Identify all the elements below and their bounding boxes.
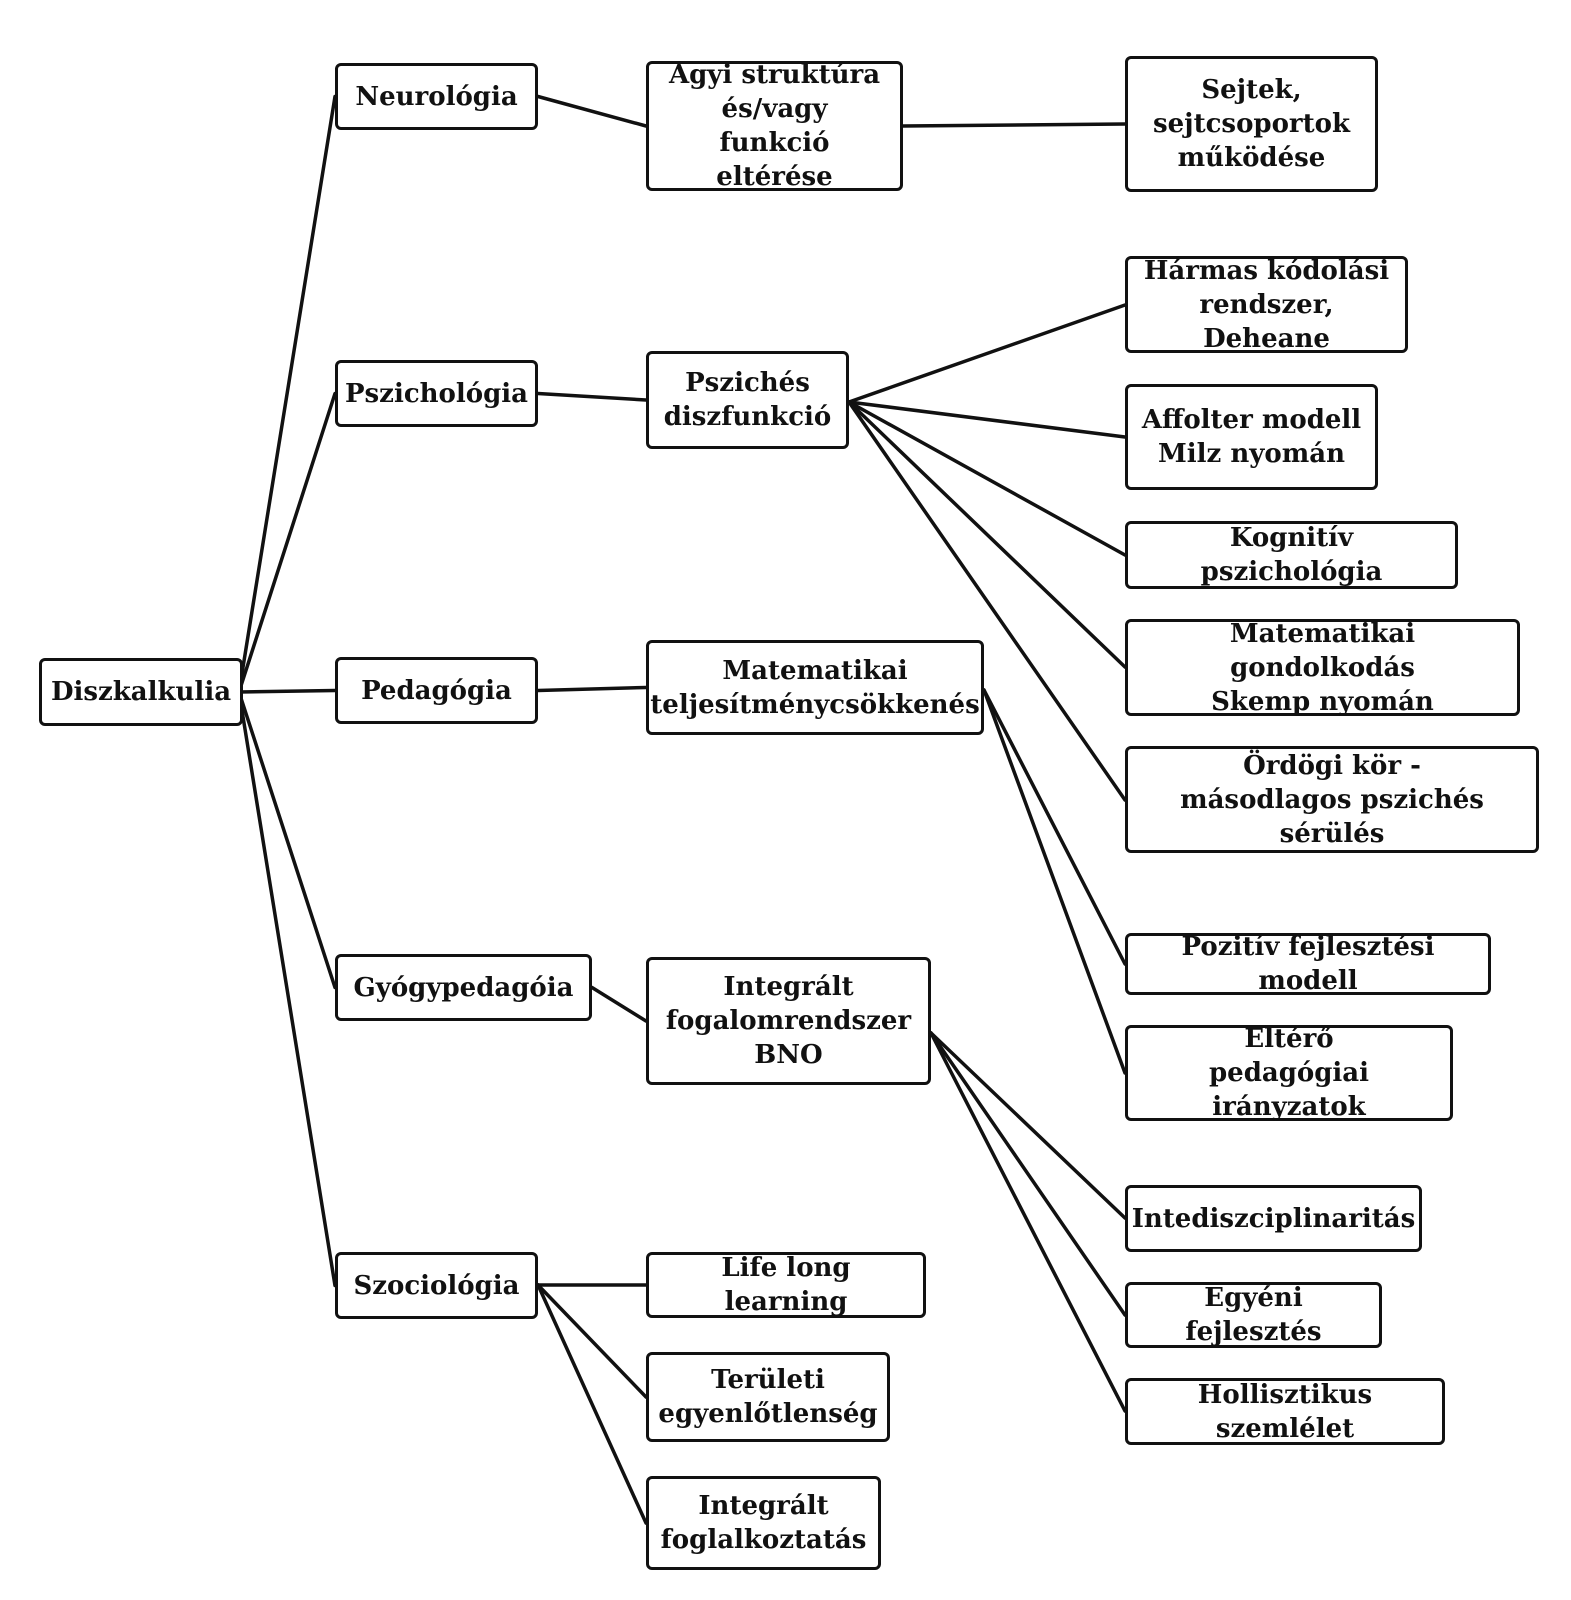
node-matematikai-gondolkodas: Matematikai gondolkodás Skemp nyomán xyxy=(1125,619,1520,717)
connector-integralt-egyeni xyxy=(929,1031,1127,1317)
node-teruleti-egyenlotlenseg: Területi egyenlőtlenség xyxy=(646,1352,890,1442)
node-integralt-foglalkoztatas: Integrált foglalkoztatás xyxy=(646,1476,881,1570)
node-egyeni-fejlesztes: Egyéni fejlesztés xyxy=(1125,1282,1382,1348)
connector-pszichesdisz-kognitiv xyxy=(847,400,1127,557)
node-eltero-pedagogiai: Eltérő pedagógiai irányzatok xyxy=(1125,1024,1453,1122)
connector-gyogypedagogia-integralt xyxy=(590,985,648,1023)
connector-pszichesdisz-matgond xyxy=(847,400,1127,669)
connector-pedagogia-matteljes xyxy=(536,685,648,693)
connector-neurologia-agyi xyxy=(536,94,648,128)
connector-pszichesdisz-harmas xyxy=(847,303,1127,404)
node-hollisztikus-szemlelet: Hollisztikus szemlélet xyxy=(1125,1378,1445,1445)
connector-pszichologia-pszichesdisz xyxy=(536,391,648,402)
node-szociologia: Szociológia xyxy=(335,1252,538,1319)
node-life-long-learning: Life long learning xyxy=(646,1252,926,1318)
node-affolter-modell: Affolter modell Milz nyomán xyxy=(1125,384,1378,490)
connector-agyi-sejtek xyxy=(901,122,1127,128)
connector-root-gyogypedagogia xyxy=(237,690,337,990)
connector-root-szociologia xyxy=(237,690,337,1288)
node-gyogypedagogia: Gyógypedagóia xyxy=(335,954,592,1021)
node-matematikai-teljesitmeny: Matematikai teljesítménycsökkenés xyxy=(646,640,984,735)
node-ordogi-kor: Ördögi kör - másodlagos pszichés sérülés xyxy=(1125,746,1539,853)
node-agyi-struktura: Agyi struktúra és/vagy funkció eltérése xyxy=(646,60,903,192)
node-sejtek: Sejtek, sejtcsoportok működése xyxy=(1125,56,1378,192)
node-diszkalkulia: Diszkalkulia xyxy=(39,658,243,726)
connector-matteljes-pozitiv xyxy=(982,688,1127,966)
node-integralt-fogalomrendszer: Integrált fogalomrendszer BNO xyxy=(646,957,931,1085)
node-kognitiv-pszichologia: Kognitív pszichológia xyxy=(1125,521,1458,589)
connector-szociologia-foglalkoztatas xyxy=(536,1283,648,1525)
connector-root-neurologia xyxy=(237,94,337,694)
connector-integralt-intediszc xyxy=(929,1031,1127,1220)
node-neurologia: Neurológia xyxy=(335,63,538,130)
node-intediszciplinaritas: Intediszciplinaritás xyxy=(1125,1185,1422,1252)
connector-integralt-hollisztikus xyxy=(929,1031,1127,1413)
node-pozitiv-fejlesztesi: Pozitív fejlesztési modell xyxy=(1125,932,1491,996)
node-pszichologia: Pszichológia xyxy=(335,360,538,427)
node-psziches-diszfunkcio: Pszichés diszfunkció xyxy=(646,351,849,449)
connector-szociologia-teruleti xyxy=(536,1283,648,1399)
connector-matteljes-eltero xyxy=(982,688,1127,1075)
connector-pszichesdisz-affolter xyxy=(847,400,1127,439)
connector-root-pedagogia xyxy=(237,688,337,694)
connector-pszichesdisz-ordogi xyxy=(847,400,1127,802)
node-harmas-kodolasi: Hármas kódolási rendszer, Deheane xyxy=(1125,256,1408,354)
connector-root-pszichologia xyxy=(237,391,337,694)
node-pedagogia: Pedagógia xyxy=(335,657,538,724)
